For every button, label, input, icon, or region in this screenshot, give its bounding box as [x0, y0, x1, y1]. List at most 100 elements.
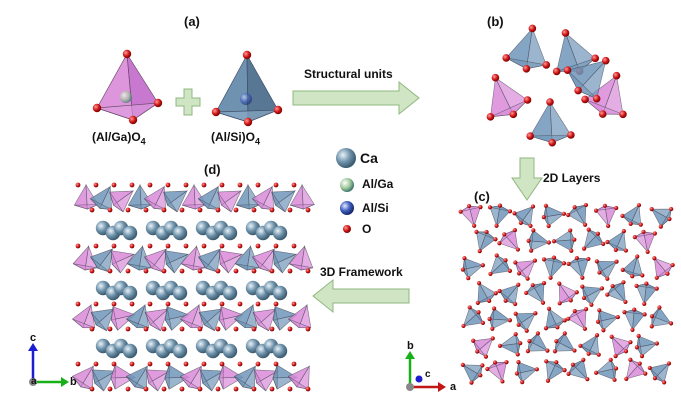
- oxygen-atom: [569, 248, 574, 253]
- tetrahedron: [649, 305, 674, 329]
- oxygen-atom: [562, 318, 567, 323]
- tetrahedron-face: [649, 367, 665, 383]
- tetrahedron: [110, 250, 136, 274]
- oxygen-atom: [658, 224, 663, 229]
- oxygen-atom: [642, 312, 647, 317]
- calcium-atom: [222, 225, 238, 241]
- tetrahedron-face: [636, 335, 643, 357]
- legend-al-si-label: Al/Si: [362, 201, 389, 215]
- oxygen-atom: [233, 386, 239, 392]
- oxygen-atom: [179, 207, 185, 213]
- oxygen-atom: [471, 338, 476, 343]
- oxygen-atom: [525, 349, 531, 354]
- oxygen-atom: [580, 284, 585, 289]
- oxygen-atom: [179, 268, 185, 274]
- tetrahedron-face: [272, 365, 278, 390]
- tetrahedron: [487, 203, 513, 228]
- tetrahedron: [557, 281, 579, 306]
- tetrahedron-face: [622, 269, 643, 277]
- oxygen-atom: [183, 182, 189, 188]
- oxygen-atom: [233, 207, 239, 213]
- oxygen-atom: [621, 229, 626, 234]
- tetrahedron-face: [460, 205, 481, 212]
- tetrahedron: [199, 369, 225, 392]
- oxygen-atom: [583, 222, 588, 227]
- tetrahedron: [460, 256, 485, 281]
- oxygen-atom: [487, 205, 493, 210]
- oxygen-atom: [593, 208, 599, 213]
- tetrahedron-face: [90, 198, 112, 210]
- al-ga-subscript: 4: [140, 136, 146, 147]
- oxygen-atom: [602, 203, 608, 208]
- tetrahedron-face: [96, 102, 160, 121]
- tetrahedron-face: [515, 262, 528, 279]
- oxygen-atom: [507, 268, 513, 273]
- al-ga-center-atom: [120, 91, 132, 103]
- oxygen-atom: [522, 64, 531, 73]
- tetrahedron-face: [144, 256, 164, 273]
- tetrahedron-face: [596, 261, 608, 280]
- oxygen-atom: [592, 94, 601, 103]
- oxygen-atom: [546, 98, 554, 106]
- tetrahedron: [143, 247, 168, 273]
- oxygen-atom: [541, 280, 547, 286]
- oxygen-atom: [654, 286, 659, 291]
- oxygen-atom: [460, 362, 465, 367]
- legend-o: O: [362, 222, 371, 236]
- oxygen-atom: [637, 361, 642, 366]
- tetrahedron: [197, 247, 222, 273]
- oxygen-atom: [566, 316, 571, 321]
- three-d-framework-text: 3D Framework: [320, 265, 403, 279]
- oxygen-atom: [566, 212, 571, 218]
- oxygen-atom: [596, 352, 601, 357]
- tetrahedral-layer: [73, 182, 315, 213]
- tetrahedron-face: [469, 307, 484, 324]
- oxygen-atom: [497, 241, 502, 246]
- oxygen-atom: [632, 307, 637, 312]
- oxygen-atom: [89, 326, 95, 332]
- oxygen-atom: [93, 301, 99, 307]
- oxygen-atom: [613, 353, 618, 359]
- tetrahedron: [460, 362, 485, 385]
- tetrahedron: [605, 280, 628, 305]
- calcium-atom: [122, 343, 138, 359]
- oxygen-atom: [526, 132, 534, 140]
- oxygen-atom: [291, 243, 297, 249]
- oxygen-atom: [201, 182, 207, 188]
- oxygen-atom: [620, 267, 625, 272]
- oxygen-atom: [535, 331, 540, 336]
- oxygen-atom: [561, 261, 567, 266]
- axis-origin: [29, 378, 37, 386]
- oxygen-atom: [614, 259, 619, 264]
- oxygen-atom: [652, 376, 658, 381]
- oxygen-atom: [632, 235, 637, 240]
- oxygen-atom: [490, 336, 495, 341]
- tetrahedron: [197, 185, 221, 210]
- calcium-atom: [222, 343, 238, 359]
- tetrahedron-face: [525, 282, 545, 294]
- calcium-atom: [272, 285, 288, 301]
- tetrahedron: [620, 254, 645, 279]
- oxygen-atom: [628, 340, 633, 345]
- oxygen-atom: [305, 386, 311, 392]
- tetrahedron: [91, 369, 117, 392]
- ca-sphere-icon: [336, 148, 356, 168]
- panel-label-d: (d): [204, 162, 221, 177]
- oxygen-atom: [497, 288, 502, 294]
- tetrahedron: [179, 303, 204, 329]
- tetrahedron: [71, 365, 95, 390]
- oxygen-atom: [642, 301, 647, 306]
- oxygen-atom: [291, 361, 297, 367]
- oxygen-atom: [543, 203, 549, 208]
- oxygen-atom: [507, 318, 513, 323]
- axis-left-a-label: a: [31, 376, 37, 387]
- oxygen-atom: [305, 326, 311, 332]
- oxygen-atom: [597, 270, 602, 275]
- tetrahedron: [471, 336, 495, 359]
- oxygen-atom: [107, 268, 113, 274]
- oxygen-atom: [649, 207, 654, 212]
- tetrahedron-face: [180, 318, 203, 329]
- oxygen-atom: [460, 267, 466, 272]
- oxygen-atom: [634, 283, 639, 289]
- oxygen-atom: [568, 228, 573, 233]
